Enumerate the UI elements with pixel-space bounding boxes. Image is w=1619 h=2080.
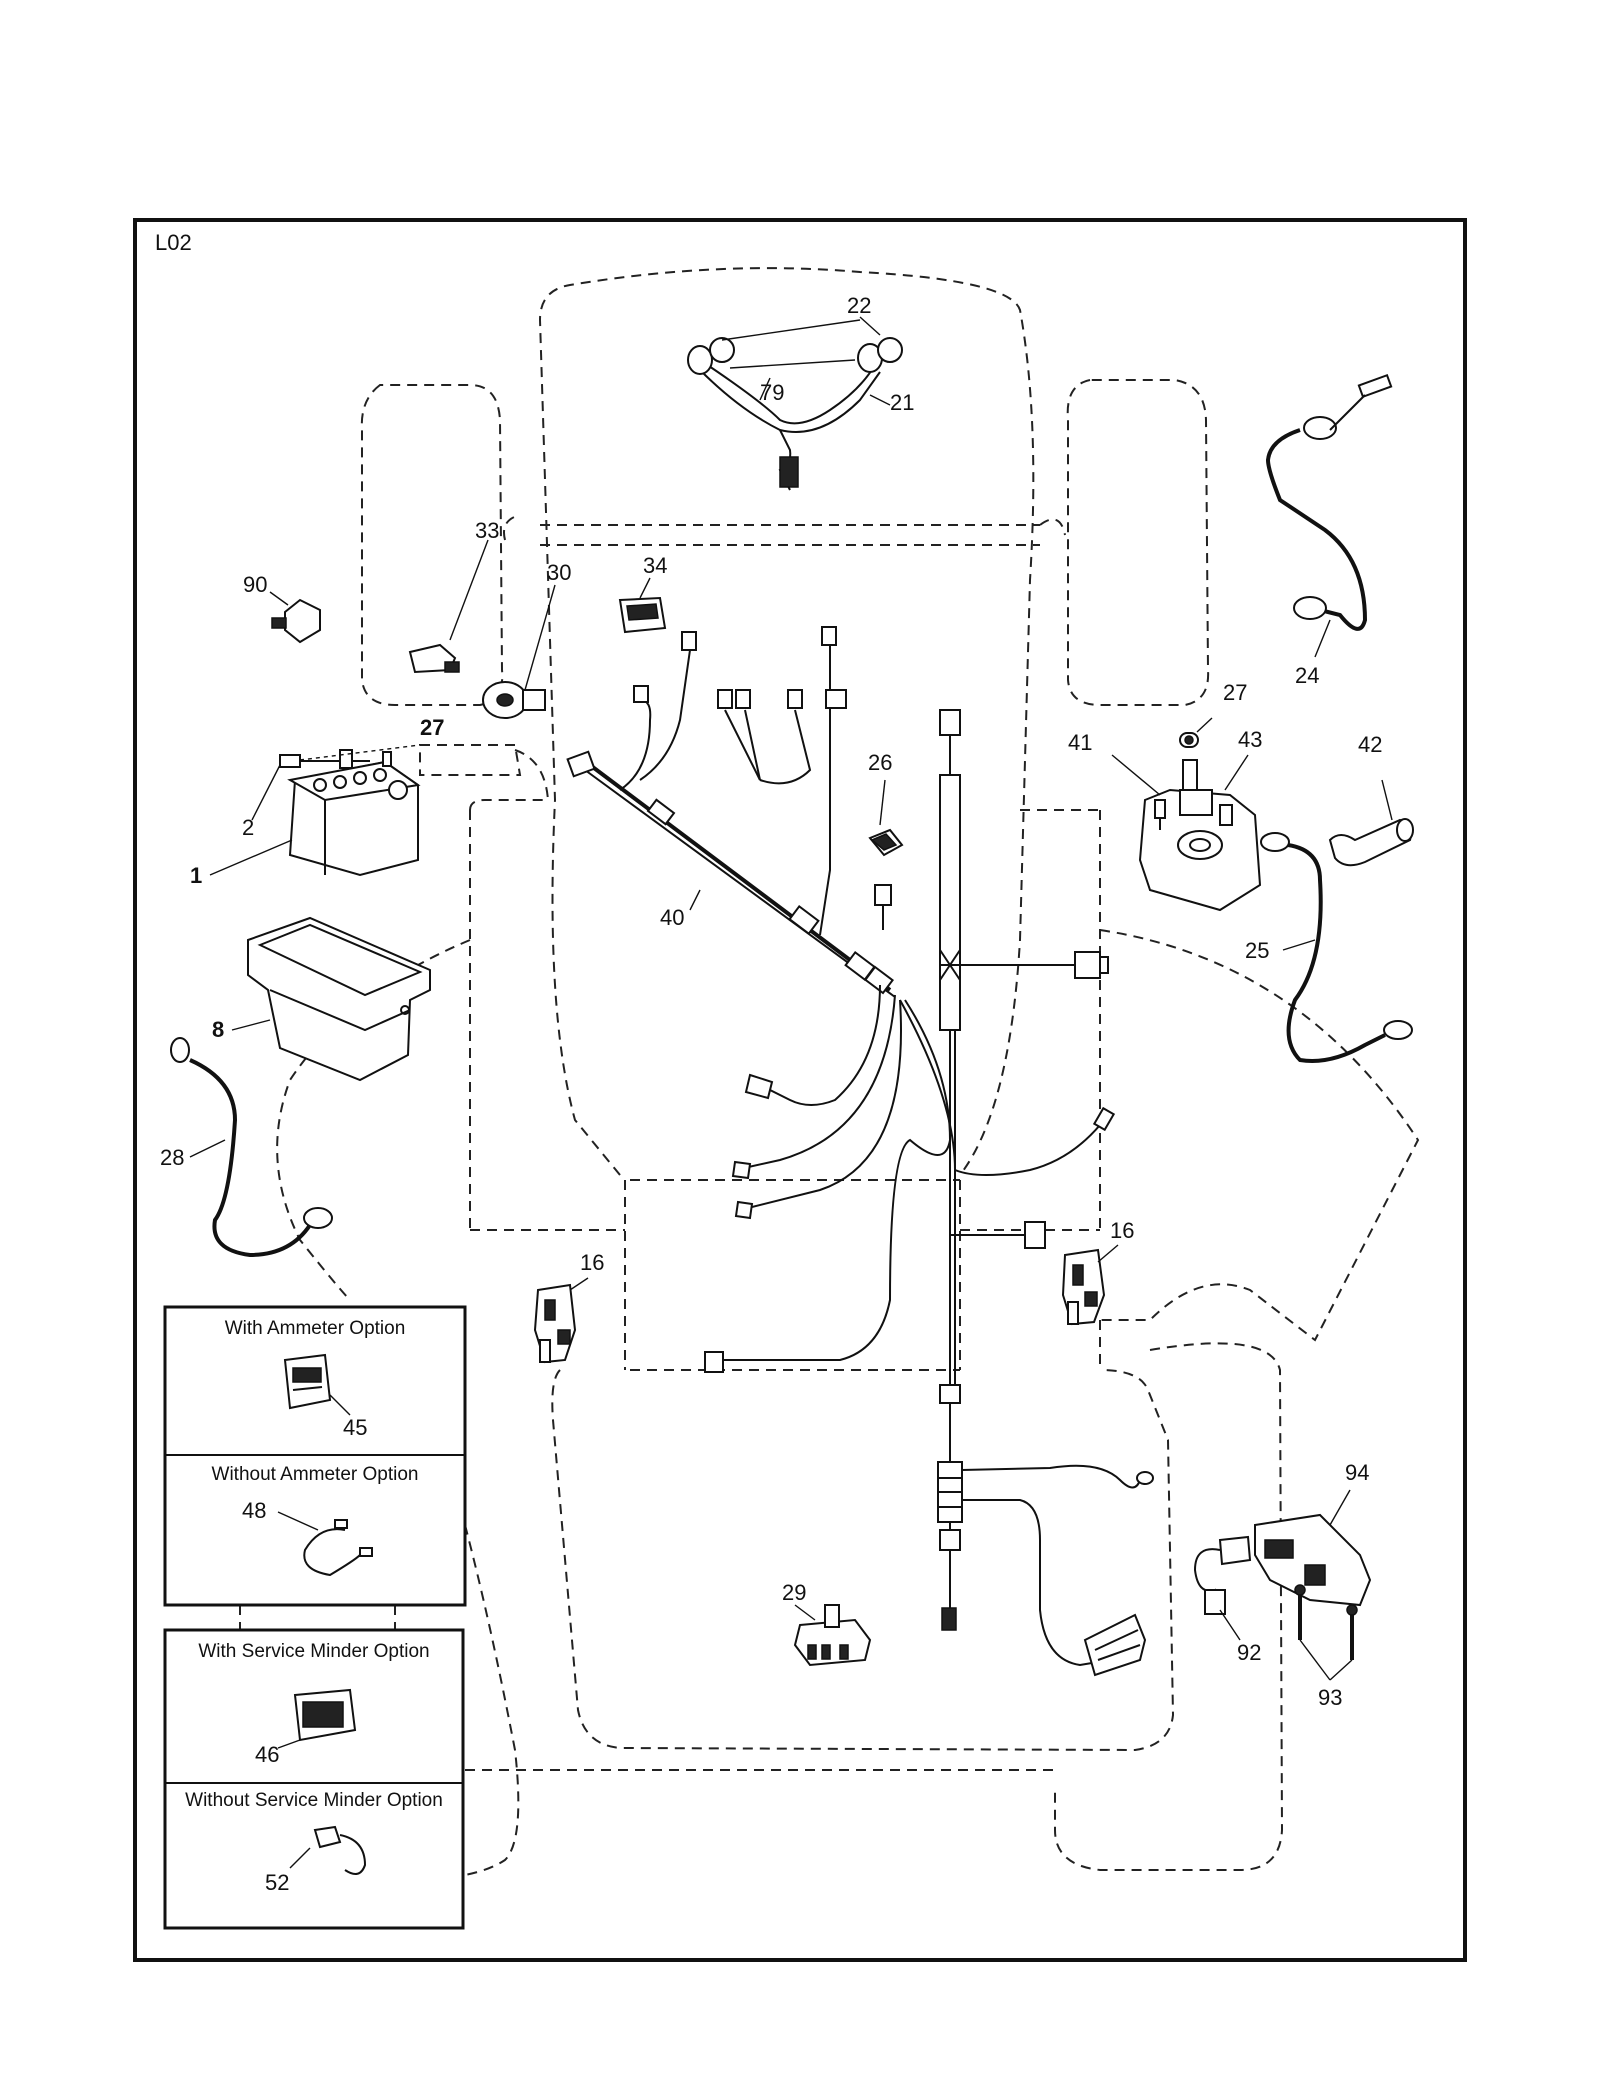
cable-25 — [1260, 832, 1413, 1063]
part-42-boot — [1328, 818, 1414, 867]
tractor-outline — [239, 267, 1420, 1876]
part-30-switch — [482, 681, 546, 719]
callout-16-right: 16 — [1110, 1218, 1134, 1243]
part-33-key — [408, 643, 460, 674]
callout-79: 79 — [760, 380, 784, 405]
headlight-harness — [687, 319, 903, 491]
callout-21: 21 — [890, 390, 914, 415]
battery-tray — [247, 916, 431, 1082]
part-16-left — [533, 1283, 577, 1364]
service-minder-option-box: With Service Minder Option Without Servi… — [163, 1628, 465, 1930]
cable-28 — [170, 1037, 333, 1258]
part-26-fuse — [868, 828, 904, 857]
part-34-switch — [618, 596, 667, 634]
main-harness — [566, 626, 1116, 1400]
ammeter-option-box: With Ammeter Option Without Ammeter Opti… — [163, 1305, 467, 1607]
service-with-title: With Service Minder Option — [198, 1641, 429, 1662]
callouts: 22 79 21 24 33 90 30 34 27 2 1 26 27 41 … — [160, 293, 1382, 1895]
leader-lines — [189, 316, 1393, 1681]
callout-94: 94 — [1345, 1460, 1369, 1485]
callout-40: 40 — [660, 905, 684, 930]
service-without-title: Without Service Minder Option — [185, 1790, 443, 1811]
callout-29: 29 — [782, 1580, 806, 1605]
callout-93: 93 — [1318, 1685, 1342, 1710]
callout-45: 45 — [343, 1415, 367, 1440]
solenoid-assembly — [1138, 732, 1262, 912]
callout-8: 8 — [212, 1017, 224, 1042]
callout-33: 33 — [475, 518, 499, 543]
center-harness — [937, 709, 1154, 1667]
callout-43: 43 — [1238, 727, 1262, 752]
callout-24: 24 — [1295, 663, 1319, 688]
part-16-right — [1061, 1248, 1106, 1326]
callout-52: 52 — [265, 1870, 289, 1895]
callout-16-left: 16 — [580, 1250, 604, 1275]
rear-connector — [1083, 1613, 1147, 1677]
callout-46: 46 — [255, 1742, 279, 1767]
callout-27-solenoid: 27 — [1223, 680, 1247, 705]
cable-24 — [1265, 373, 1393, 631]
callout-48: 48 — [242, 1498, 266, 1523]
callout-27-battery: 27 — [420, 715, 444, 740]
part-90 — [271, 598, 321, 644]
callout-2: 2 — [242, 815, 254, 840]
callout-30: 30 — [547, 560, 571, 585]
ammeter-without-title: Without Ammeter Option — [212, 1464, 419, 1485]
page-label: L02 — [155, 230, 192, 255]
callout-25: 25 — [1245, 938, 1269, 963]
callout-90: 90 — [243, 572, 267, 597]
callout-34: 34 — [643, 553, 667, 578]
module-94 — [1193, 1513, 1372, 1660]
callout-1: 1 — [190, 863, 202, 888]
battery — [279, 744, 421, 877]
diagram-frame — [133, 218, 1467, 1962]
ammeter-with-title: With Ammeter Option — [225, 1318, 406, 1339]
callout-92: 92 — [1237, 1640, 1261, 1665]
callout-41: 41 — [1068, 730, 1092, 755]
callout-42: 42 — [1358, 732, 1382, 757]
callout-26: 26 — [868, 750, 892, 775]
callout-28: 28 — [160, 1145, 184, 1170]
part-29-switch — [793, 1604, 872, 1667]
callout-22: 22 — [847, 293, 871, 318]
